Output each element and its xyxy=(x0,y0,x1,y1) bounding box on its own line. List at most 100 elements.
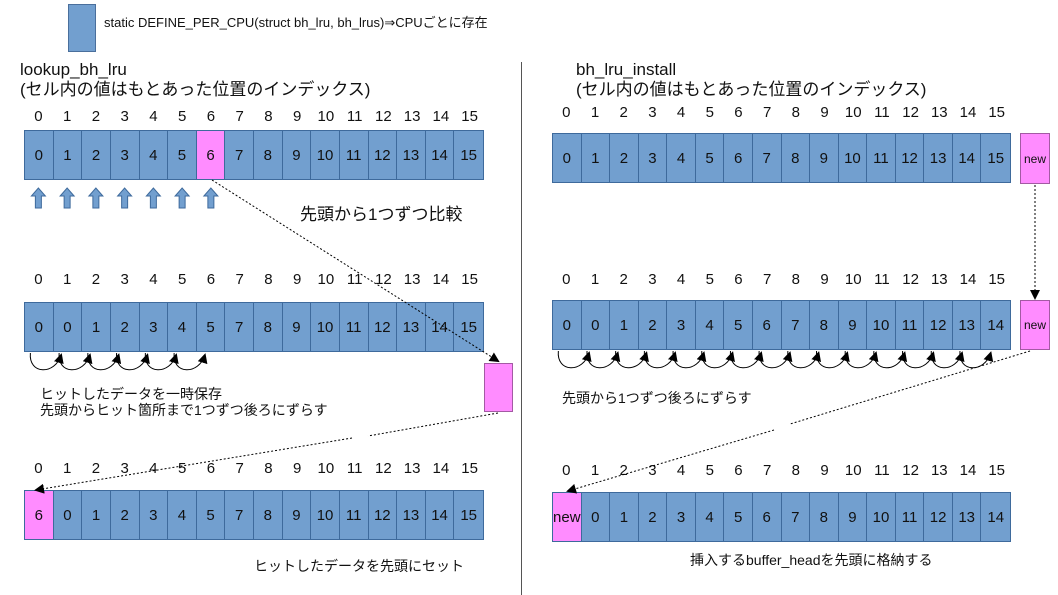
array-cell: 0 xyxy=(582,301,611,349)
index-label: 13 xyxy=(930,462,948,479)
array-cell: 2 xyxy=(82,131,111,179)
index-label: 15 xyxy=(988,271,1005,288)
shift-arrow-icon xyxy=(787,350,822,369)
array-cell: 9 xyxy=(810,134,839,182)
index-label: 14 xyxy=(432,271,450,288)
index-label: 6 xyxy=(206,108,216,125)
index-label: 5 xyxy=(177,108,187,125)
left-caption-shift: ヒットしたデータを一時保存 先頭からヒット箇所まで1つずつ後ろにずらす xyxy=(40,386,328,418)
array-cell: 13 xyxy=(953,493,982,541)
index-label: 2 xyxy=(619,104,628,121)
array-cell: 1 xyxy=(610,493,639,541)
index-label: 14 xyxy=(959,462,977,479)
index-label: 12 xyxy=(375,460,392,477)
index-label: 11 xyxy=(874,271,890,288)
array-cell: 3 xyxy=(639,134,668,182)
array-cell: 14 xyxy=(426,303,455,351)
index-label: 14 xyxy=(959,104,977,121)
array-cell: 3 xyxy=(140,303,169,351)
shift-arrow-icon xyxy=(930,350,965,369)
index-label: 9 xyxy=(292,108,302,125)
array-cell: 8 xyxy=(782,134,811,182)
right-shift-arrows xyxy=(557,350,994,369)
array-cell: 11 xyxy=(896,493,925,541)
array-cell: 6 xyxy=(196,131,226,179)
array-cell: 13 xyxy=(924,134,953,182)
index-label: 1 xyxy=(590,462,600,479)
shift-arrow-icon xyxy=(643,350,678,369)
array-cell: 9 xyxy=(283,303,312,351)
shift-arrow-icon xyxy=(173,352,208,371)
array-cell: 2 xyxy=(639,493,668,541)
array-cell: 8 xyxy=(254,131,283,179)
array-cell: 7 xyxy=(225,303,254,351)
array-cell: 3 xyxy=(140,491,169,539)
array-cell: 2 xyxy=(639,301,668,349)
index-label: 1 xyxy=(62,460,72,477)
shift-arrow-icon xyxy=(729,350,764,369)
array-cell: 11 xyxy=(340,303,369,351)
up-arrow-icon xyxy=(59,187,76,209)
right-title: bh_lru_install xyxy=(576,60,677,79)
legend-text: static DEFINE_PER_CPU(struct bh_lru, bh_… xyxy=(104,15,488,30)
array-cell: 12 xyxy=(369,303,398,351)
index-label: 10 xyxy=(317,460,335,477)
index-label: 12 xyxy=(375,108,392,125)
index-label: 12 xyxy=(375,271,392,288)
shift-arrow-icon xyxy=(58,352,93,371)
array-cell: 8 xyxy=(810,301,839,349)
array-cell: 6 xyxy=(753,493,782,541)
array-cell: 2 xyxy=(111,303,140,351)
shift-arrow-icon xyxy=(902,350,936,369)
array-cell: 0 xyxy=(553,134,582,182)
shift-arrow-icon xyxy=(758,350,793,369)
array-cell: 7 xyxy=(782,493,811,541)
index-label: 4 xyxy=(676,462,686,479)
array-cell: 15 xyxy=(460,146,478,164)
array-cell: 14 xyxy=(987,508,1005,526)
up-arrow-icon xyxy=(145,187,162,209)
shift-arrow-icon xyxy=(672,350,707,369)
index-label: 4 xyxy=(149,271,158,288)
array-cell: 11 xyxy=(896,301,925,349)
left-caption-shift-line2: 先頭からヒット箇所まで1つずつ後ろにずらす xyxy=(40,402,328,418)
array-cell: 9 xyxy=(283,491,312,539)
array-cell: 4 xyxy=(696,301,725,349)
left-caption-shift-line1: ヒットしたデータを一時保存 xyxy=(40,386,222,402)
index-label: 4 xyxy=(676,271,686,288)
array-cell: 13 xyxy=(397,303,426,351)
index-label: 0 xyxy=(34,271,43,288)
left-temp-storage-box xyxy=(484,363,513,412)
array-cell: 5 xyxy=(197,303,226,351)
right-new-to-head-line-a xyxy=(789,350,1031,425)
index-label: 7 xyxy=(235,108,244,125)
index-label: 13 xyxy=(403,108,421,125)
index-label: 5 xyxy=(177,460,187,477)
index-label: 10 xyxy=(844,271,862,288)
index-label: 8 xyxy=(264,108,273,125)
right-new-to-head-line-b xyxy=(566,429,775,494)
shift-arrow-icon xyxy=(557,350,592,369)
index-label: 1 xyxy=(590,104,600,121)
array-cell: 5 xyxy=(696,134,725,182)
shift-arrow-icon xyxy=(816,350,850,369)
array-cell: 10 xyxy=(311,491,340,539)
index-label: 11 xyxy=(346,108,363,125)
index-label: 13 xyxy=(930,271,948,288)
index-label: 8 xyxy=(791,271,801,288)
left-subtitle: (セル内の値はもとあった位置のインデックス) xyxy=(20,80,371,99)
shift-arrow-icon xyxy=(615,350,649,369)
right-new-box-2: new xyxy=(1020,300,1050,350)
index-label: 7 xyxy=(762,271,772,288)
array-cell: 2 xyxy=(610,134,639,182)
array-cell: 10 xyxy=(311,303,340,351)
array-cell: 12 xyxy=(924,301,953,349)
index-label: 13 xyxy=(403,460,421,477)
right-caption-shift: 先頭から1つずつ後ろにずらす xyxy=(562,390,752,406)
array-cell: 3 xyxy=(667,493,696,541)
left-caption-compare: 先頭から1つずつ比較 xyxy=(300,205,463,224)
array-cell: 3 xyxy=(111,131,140,179)
